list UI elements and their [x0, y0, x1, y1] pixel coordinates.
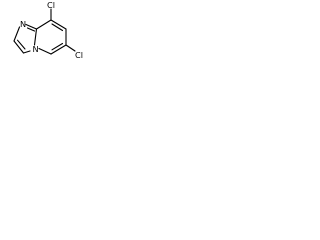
bond-n4-c3 [22, 50, 31, 54]
chlorine-top-label: Cl [47, 0, 55, 10]
bond-c3-c2 [13, 40, 25, 54]
bond-n1-c8a [25, 23, 38, 30]
nitrogen-bottom-label: N [33, 44, 39, 54]
bond-c2-n1 [13, 26, 21, 42]
bond-c6-cl [65, 44, 76, 52]
bond-c5-n4 [38, 47, 52, 55]
chlorine-right-label: Cl [75, 50, 83, 60]
bond-c6-c5-inner [51, 42, 64, 51]
molecule-drawing: N N Cl Cl [13, 0, 83, 60]
bond-c6-c5 [50, 44, 67, 55]
bond-c3-c2-inner [16, 39, 26, 50]
bond-c8-c7 [50, 19, 67, 30]
structure-canvas: N N Cl Cl [0, 0, 93, 74]
bond-c8a-n4 [33, 28, 38, 46]
bond-n1-c8a-inner [26, 27, 36, 32]
nitrogen-top-label: N [20, 19, 26, 29]
bond-c8-c7-inner [51, 23, 64, 32]
bond-c8a-c8 [35, 19, 52, 30]
